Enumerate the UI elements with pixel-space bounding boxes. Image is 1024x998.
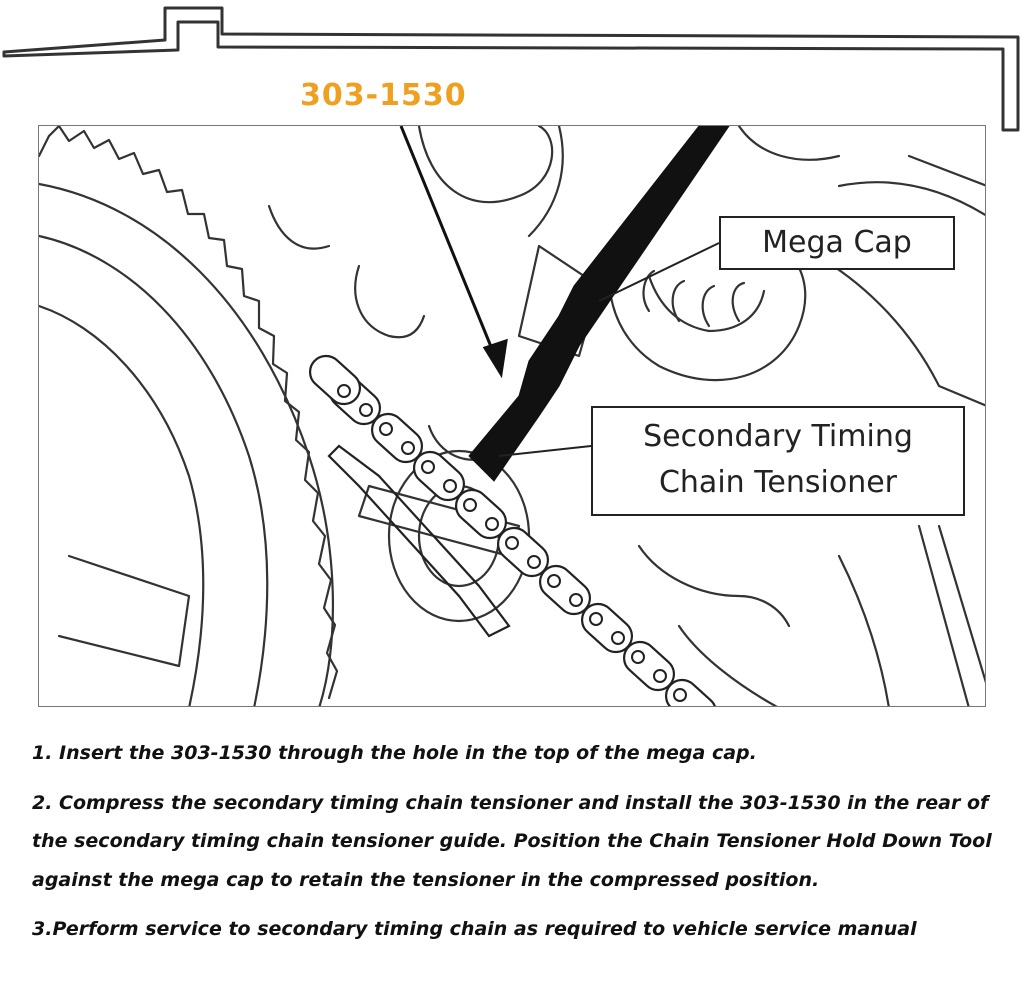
tensioner-guide — [327, 444, 511, 638]
tensioner-label-line2: Chain Tensioner — [658, 465, 898, 500]
tensioner-label-line1: Secondary Timing — [643, 419, 913, 454]
instruction-step-2: 2. Compress the secondary timing chain t… — [32, 791, 992, 891]
mega-cap-label: Mega Cap — [762, 225, 912, 260]
tensioner-leader — [498, 445, 592, 457]
tool-pointer-arrow — [399, 126, 508, 379]
mega-cap-callout: Mega Cap — [719, 216, 955, 270]
mega-cap-leader — [598, 242, 720, 302]
chain-pins — [337, 384, 687, 702]
instruction-step-3: 3.Perform service to secondary timing ch… — [32, 918, 917, 940]
instructions: 1. Insert the 303-1530 through the hole … — [32, 734, 1007, 960]
tensioner-callout: Secondary Timing Chain Tensioner — [591, 406, 965, 516]
large-sprocket-inner-rim — [39, 234, 269, 706]
upper-casting — [417, 126, 554, 204]
engine-diagram: Mega Cap Secondary Timing Chain Tensione… — [38, 125, 986, 707]
tool-blade-in-diagram — [468, 126, 730, 482]
tool-part-number-label: 303-1530 — [300, 78, 467, 113]
instruction-step-1: 1. Insert the 303-1530 through the hole … — [32, 742, 757, 764]
large-sprocket-rim — [39, 182, 335, 706]
sprocket-teeth — [47, 126, 339, 700]
hold-down-tool-illustration — [2, 6, 1020, 132]
